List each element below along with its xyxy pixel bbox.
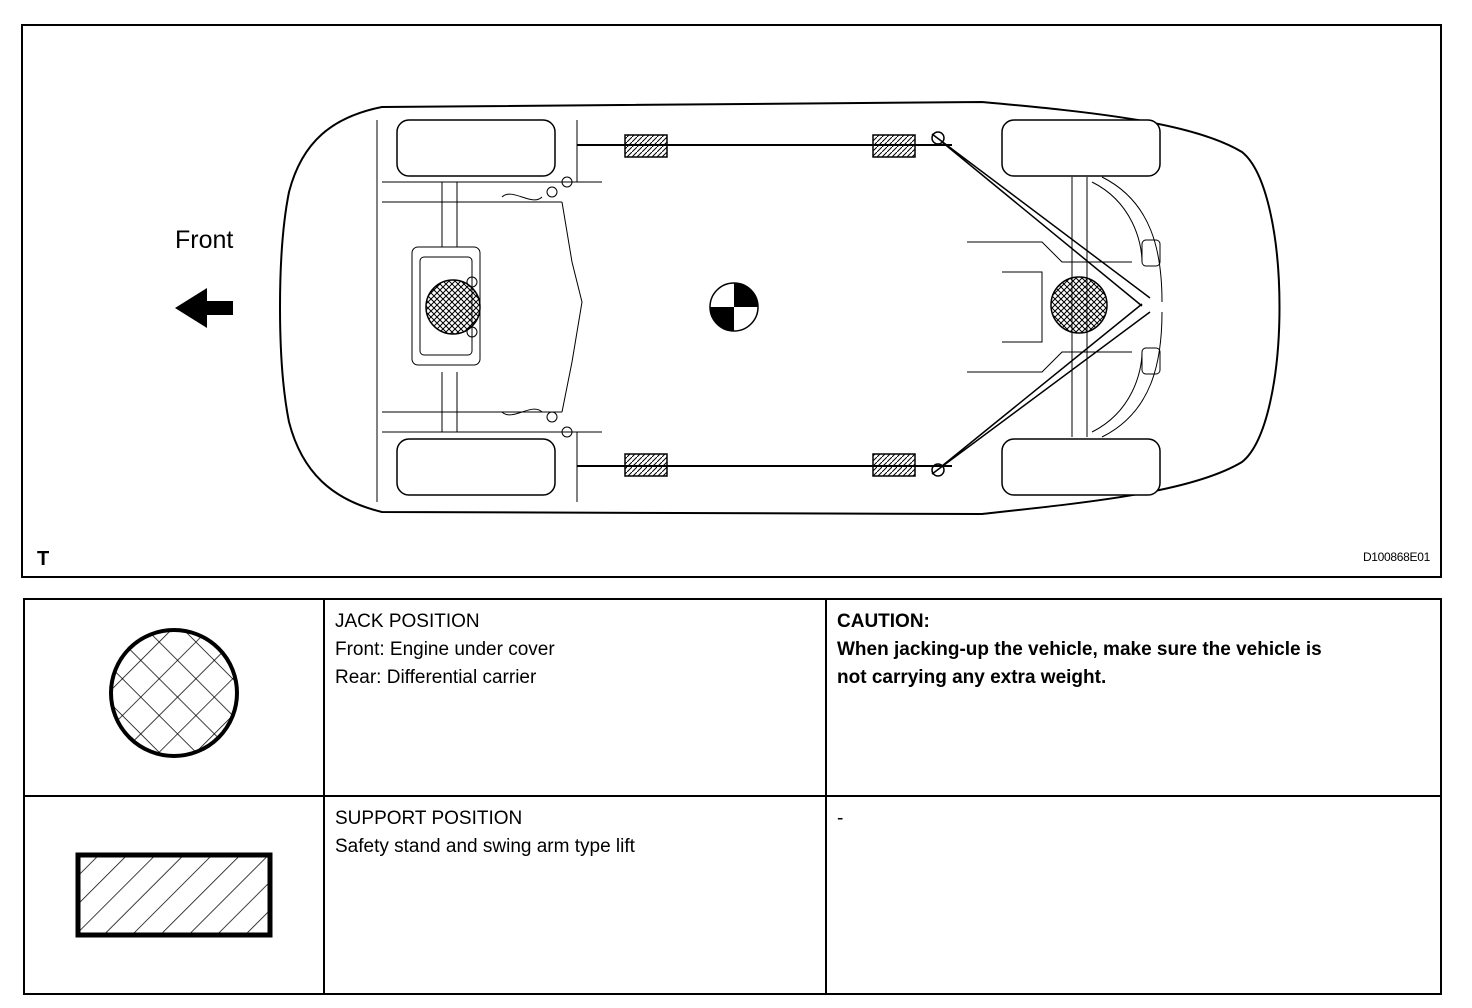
- front-direction-arrow: [175, 288, 233, 328]
- legend-title: JACK POSITION: [335, 611, 480, 632]
- caution-text: When jacking-up the vehicle, make sure t…: [837, 639, 1322, 660]
- legend-line: Front: Engine under cover: [335, 639, 555, 660]
- caution-text: not carrying any extra weight.: [837, 667, 1107, 688]
- legend-description-cell: SUPPORT POSITION Safety stand and swing …: [323, 795, 827, 995]
- legend-symbol-cell: [23, 598, 325, 797]
- note-dash: -: [837, 808, 844, 829]
- legend-table: JACK POSITION Front: Engine under cover …: [23, 598, 1442, 995]
- center-of-gravity-mark: [709, 282, 759, 332]
- front-label: Front: [175, 226, 234, 254]
- rear-right-wheel: [1001, 438, 1161, 496]
- support-point-front-left: [624, 134, 668, 158]
- figure-code: D100868E01: [1362, 550, 1430, 564]
- rear-left-wheel: [1001, 119, 1161, 177]
- support-position-symbol: [75, 852, 273, 937]
- rear-jack-point: [1050, 276, 1108, 334]
- support-point-front-right: [624, 453, 668, 477]
- vehicle-body-outline: [279, 100, 1281, 516]
- front-left-wheel: [396, 119, 556, 177]
- corner-mark: T: [37, 548, 50, 570]
- vehicle-underbody-diagram: Front T D100868E01: [21, 24, 1442, 578]
- support-point-rear-left: [872, 134, 916, 158]
- legend-description-cell: JACK POSITION Front: Engine under cover …: [323, 598, 827, 797]
- front-right-wheel: [396, 438, 556, 496]
- legend-title: SUPPORT POSITION: [335, 808, 523, 829]
- vehicle-underbody-illustration: [175, 100, 1281, 516]
- legend-line: Rear: Differential carrier: [335, 667, 537, 688]
- legend-note-cell: CAUTION: When jacking-up the vehicle, ma…: [825, 598, 1442, 797]
- legend-row-support: SUPPORT POSITION Safety stand and swing …: [23, 795, 1442, 995]
- caution-title: CAUTION:: [837, 611, 930, 632]
- support-point-rear-right: [872, 453, 916, 477]
- legend-row-jack: JACK POSITION Front: Engine under cover …: [23, 598, 1442, 797]
- legend-line: Safety stand and swing arm type lift: [335, 836, 635, 857]
- jack-position-symbol: [109, 628, 239, 758]
- front-jack-point: [425, 279, 481, 335]
- legend-note-cell: -: [825, 795, 1442, 995]
- legend-symbol-cell: [23, 795, 325, 995]
